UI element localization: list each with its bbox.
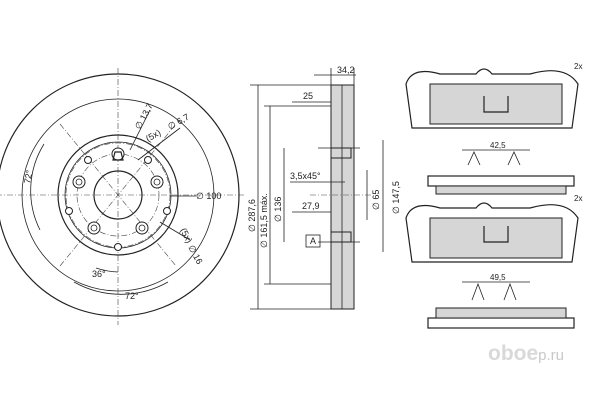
disc-front-view — [0, 68, 244, 325]
watermark-brand: oboe — [488, 342, 539, 365]
width-top-label: 34,2 — [337, 65, 355, 75]
centerline-diag-2 — [59, 123, 177, 267]
thread-label: ∅ 13,7 — [133, 102, 155, 131]
pad-top-friction — [429, 83, 563, 125]
pcd2-label: ∅ 147,5 — [391, 181, 401, 214]
small-hole-2 — [163, 207, 171, 215]
pad-bottom-width-label: 49,5 — [490, 273, 506, 282]
outer-dia-label: ∅ 287,6 — [247, 199, 257, 232]
max-dia-label: ∅ 161,5 máx. — [259, 193, 269, 248]
bolt-hole-4 — [87, 221, 101, 235]
dim-27-9-label: 27,9 — [302, 201, 320, 211]
angle-bottom-label: 72° — [125, 291, 139, 301]
angle-arc-small — [95, 267, 119, 273]
section-friction-ring — [330, 84, 355, 310]
pad-top-spring — [467, 151, 521, 166]
small-hole-3 — [114, 243, 122, 251]
pad-top-qty: 2x — [574, 62, 582, 71]
pad-bottom-side-friction — [435, 307, 567, 319]
datum-box — [305, 234, 321, 248]
section-hat-bottom — [330, 231, 352, 243]
angle-small-label: 36° — [92, 269, 106, 279]
disc-section-view — [250, 68, 384, 310]
pad-bottom-friction — [429, 217, 563, 259]
bore-dia-label: ∅ 65 — [371, 190, 381, 210]
small-hole-1 — [144, 156, 152, 164]
pad-bottom-side — [427, 307, 575, 329]
pad-top-side-friction — [435, 185, 567, 195]
section-hat-top — [330, 147, 352, 159]
small-hole-4 — [65, 207, 73, 215]
angle-arc-bottom — [73, 281, 169, 295]
pad-bottom-qty: 2x — [574, 194, 582, 203]
hole-count-2-label: (5x) — [178, 226, 194, 244]
pad-bottom-side-backplate — [427, 317, 575, 329]
thread-mark — [112, 151, 124, 161]
pad-top-width-label: 42,5 — [490, 141, 506, 150]
angle-left-label: 72° — [22, 169, 34, 185]
chamfer-label: 3,5x45° — [290, 171, 321, 181]
bolt-hole-2 — [150, 175, 164, 189]
pad-top — [405, 68, 579, 166]
pad-top-side — [427, 175, 575, 195]
hole-dia-2-label: ∅ 16 — [186, 243, 204, 266]
bolt-hole-5 — [72, 175, 86, 189]
pad-bottom-backplate — [405, 202, 579, 263]
pad-bottom-spring — [471, 282, 517, 301]
hub-dia-label: ∅ 136 — [273, 197, 283, 222]
angle-arc-left — [30, 143, 45, 231]
hole-count-1-label: (5x) — [144, 127, 162, 143]
pcd-label: ∅ 100 — [196, 191, 221, 201]
pad-top-backplate — [405, 68, 579, 129]
datum-label: A — [310, 236, 316, 246]
pad-top-side-backplate — [427, 175, 575, 187]
watermark-domain: p.ru — [538, 347, 565, 364]
pad-top-clip — [483, 96, 509, 113]
pad-bottom-clip — [483, 226, 509, 243]
pad-bottom — [405, 202, 579, 301]
small-hole-5 — [84, 156, 92, 164]
depth-25-label: 25 — [303, 91, 313, 101]
bolt-hole-3 — [135, 221, 149, 235]
watermark-logo: oboep.ru — [488, 342, 564, 366]
